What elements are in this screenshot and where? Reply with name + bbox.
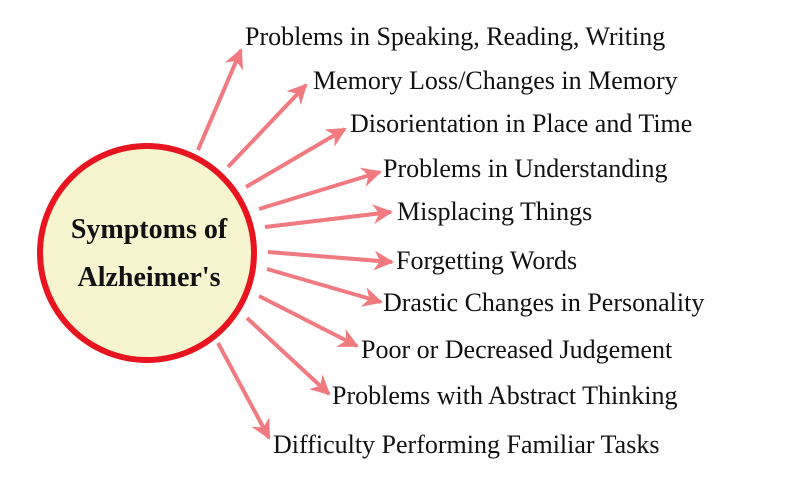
arrow-9 (245, 316, 331, 396)
arrow-6 (267, 250, 394, 271)
center-circle (37, 143, 257, 363)
symptom-label: Drastic Changes in Personality (383, 288, 704, 317)
symptom-label: Forgetting Words (396, 246, 577, 275)
arrows (196, 48, 394, 440)
arrow-5 (264, 204, 393, 229)
symptom-labels: Problems in Speaking, Reading, Writing M… (245, 22, 704, 459)
arrow-1 (196, 48, 244, 151)
center-title-line1: Symptoms of (71, 214, 228, 245)
arrow-7 (266, 267, 383, 307)
arrow-8 (258, 294, 359, 348)
arrow-2 (226, 83, 308, 169)
arrow-4 (258, 167, 382, 211)
symptom-label: Problems in Understanding (383, 154, 668, 183)
symptom-label: Misplacing Things (397, 197, 592, 226)
symptom-label: Difficulty Performing Familiar Tasks (273, 430, 659, 459)
symptom-label: Disorientation in Place and Time (350, 109, 692, 138)
center-title-line2: Alzheimer's (77, 262, 220, 293)
symptom-label: Problems with Abstract Thinking (332, 381, 677, 410)
arrow-10 (216, 342, 271, 440)
symptom-label: Memory Loss/Changes in Memory (313, 66, 678, 95)
arrow-3 (244, 127, 347, 189)
symptom-label: Poor or Decreased Judgement (361, 335, 673, 364)
symptom-label: Problems in Speaking, Reading, Writing (245, 22, 665, 51)
